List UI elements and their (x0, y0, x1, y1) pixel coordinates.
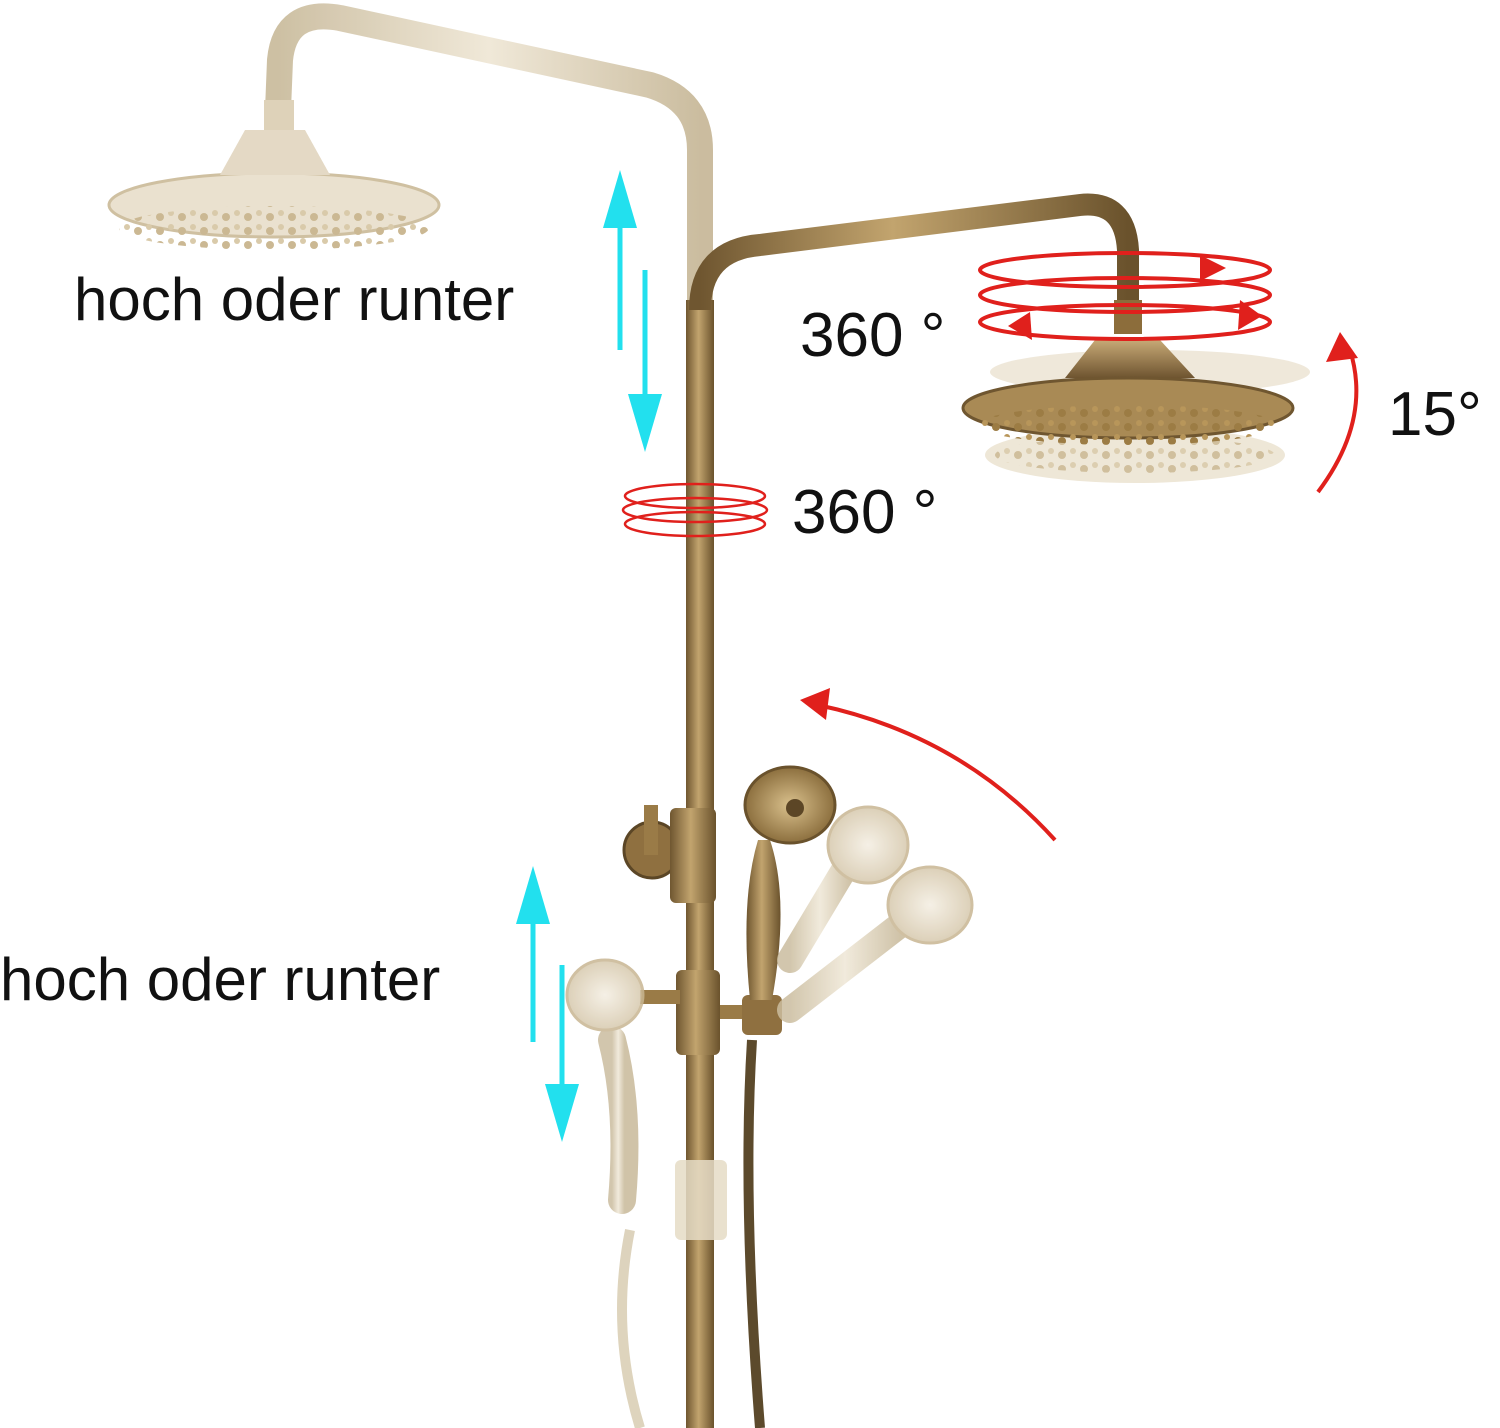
rain-showerhead (961, 340, 1310, 483)
ghost-raised-showerhead (107, 3, 713, 873)
height-adjust-label-top: hoch oder runter (74, 266, 515, 333)
head-rotation-icon (978, 251, 1272, 341)
updown-arrow-icon (603, 170, 662, 452)
head-rotation-label: 360 ° (800, 301, 946, 370)
pipe-rotation-label: 360 ° (792, 478, 938, 547)
height-adjust-label-bottom: hoch oder runter (0, 946, 441, 1013)
diverter-valve (622, 805, 760, 1055)
head-tilt-arrow-icon (1316, 332, 1359, 494)
hand-shower (742, 765, 837, 1428)
ghost-hand-showers (565, 805, 974, 1428)
head-tilt-label: 15° (1388, 380, 1482, 449)
pipe-rotation-icon (621, 482, 769, 538)
hand-shower-swing-arrow-icon (800, 688, 1057, 842)
updown-arrow-icon (516, 866, 579, 1142)
